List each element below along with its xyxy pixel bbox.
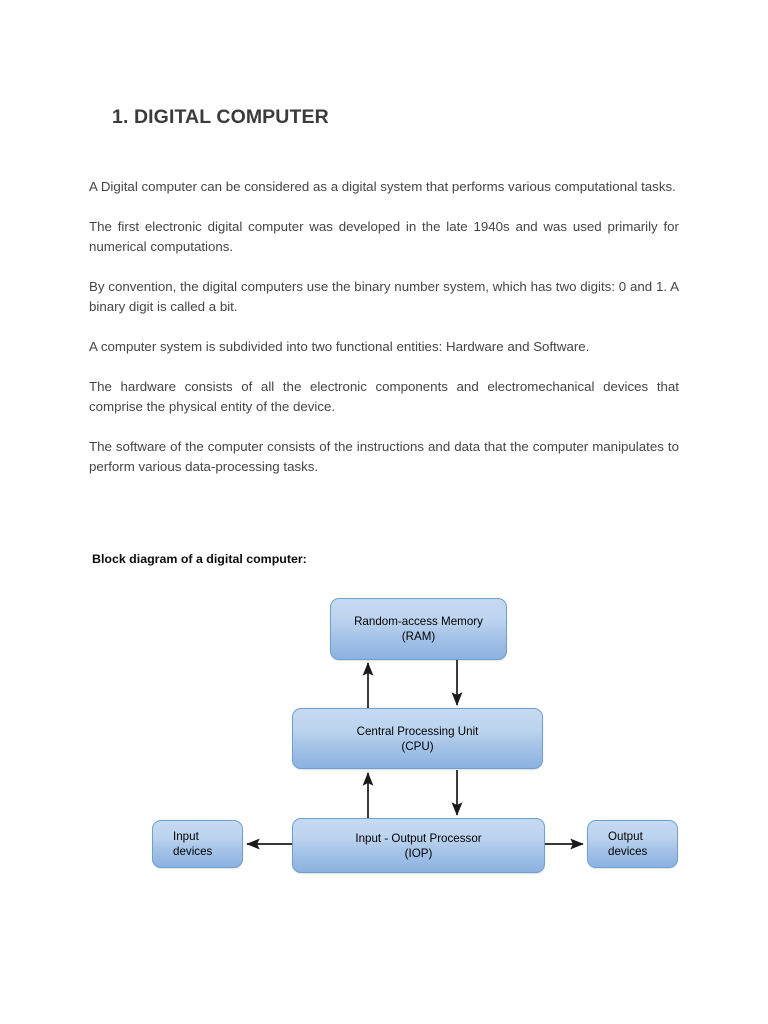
paragraph-2: The first electronic digital computer wa… [89,218,679,255]
paragraph-4: A computer system is subdivided into two… [89,338,590,354]
diagram-caption: Block diagram of a digital computer: [92,552,307,566]
paragraph-6: The software of the computer consists of… [89,438,679,475]
block-diagram: Random-access Memory (RAM) Central Proce… [0,575,768,895]
node-iop-line2: (IOP) [404,846,433,860]
diagram-node-output-devices[interactable]: Output devices [587,820,678,868]
paragraph-5: The hardware consists of all the electro… [89,378,679,415]
page-title: 1. DIGITAL COMPUTER [112,106,329,129]
body-text: A Digital computer can be considered as … [89,177,679,478]
node-input-line1: Input [173,830,199,843]
diagram-node-iop[interactable]: Input - Output Processor (IOP) [292,818,545,873]
diagram-node-ram[interactable]: Random-access Memory (RAM) [330,598,507,660]
diagram-node-cpu[interactable]: Central Processing Unit (CPU) [292,708,543,769]
node-cpu-line1: Central Processing Unit [356,724,479,738]
paragraph-3: By convention, the digital computers use… [89,278,679,315]
node-cpu-line2: (CPU) [401,739,434,753]
node-input-line2: devices [173,845,213,858]
node-iop-line1: Input - Output Processor [355,831,482,845]
diagram-node-input-devices[interactable]: Input devices [152,820,243,868]
paragraph-1: A Digital computer can be considered as … [89,179,676,194]
diagram-arrows [246,660,584,850]
node-output-line2: devices [608,845,648,858]
node-ram-line1: Random-access Memory [354,615,483,628]
node-ram-line2: (RAM) [401,630,436,643]
node-output-line1: Output [608,830,643,843]
